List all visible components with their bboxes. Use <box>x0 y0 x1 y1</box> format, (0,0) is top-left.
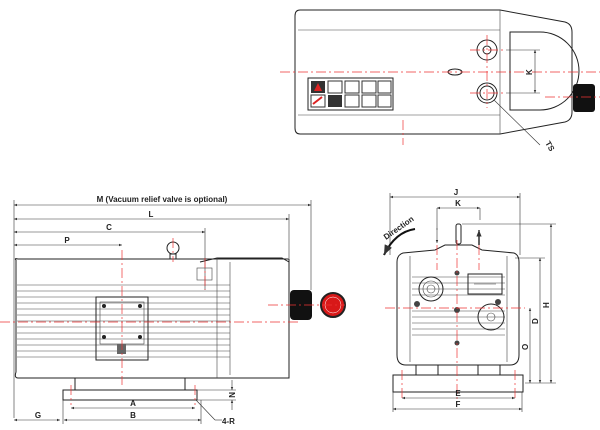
inlet-port <box>418 276 444 302</box>
top-dim-K: K <box>525 69 534 75</box>
top-dim-TS: TS <box>543 140 556 154</box>
motor-fan-cap <box>573 84 595 112</box>
direction-label: Direction <box>382 214 416 241</box>
side-view: M (Vacuum relief valve is optional) L C … <box>0 195 346 426</box>
dim-L: L <box>149 210 154 219</box>
dim-J: J <box>454 188 458 197</box>
front-base <box>392 374 524 393</box>
dim-F: F <box>456 400 461 409</box>
base-plate <box>62 389 198 401</box>
dim-H: H <box>542 302 551 308</box>
dim-G: G <box>35 411 41 420</box>
dim-M: M (Vacuum relief valve is optional) <box>97 195 228 204</box>
front-fins <box>412 276 505 336</box>
dim-E: E <box>455 389 461 398</box>
dim-D: D <box>531 318 540 324</box>
dim-N: N <box>227 392 236 398</box>
dim-O: O <box>521 344 530 350</box>
dim-P: P <box>64 236 70 245</box>
warning-label <box>307 77 394 111</box>
dim-4R: 4-R <box>222 417 235 426</box>
dim-K: K <box>455 199 461 208</box>
exhaust-port <box>477 303 505 331</box>
front-view: J K Direction E F H D O <box>382 188 556 412</box>
nameplate <box>467 273 503 295</box>
dim-B: B <box>130 411 136 420</box>
dim-A: A <box>130 399 136 408</box>
dim-C: C <box>106 223 112 232</box>
top-view: K TS <box>280 9 600 154</box>
